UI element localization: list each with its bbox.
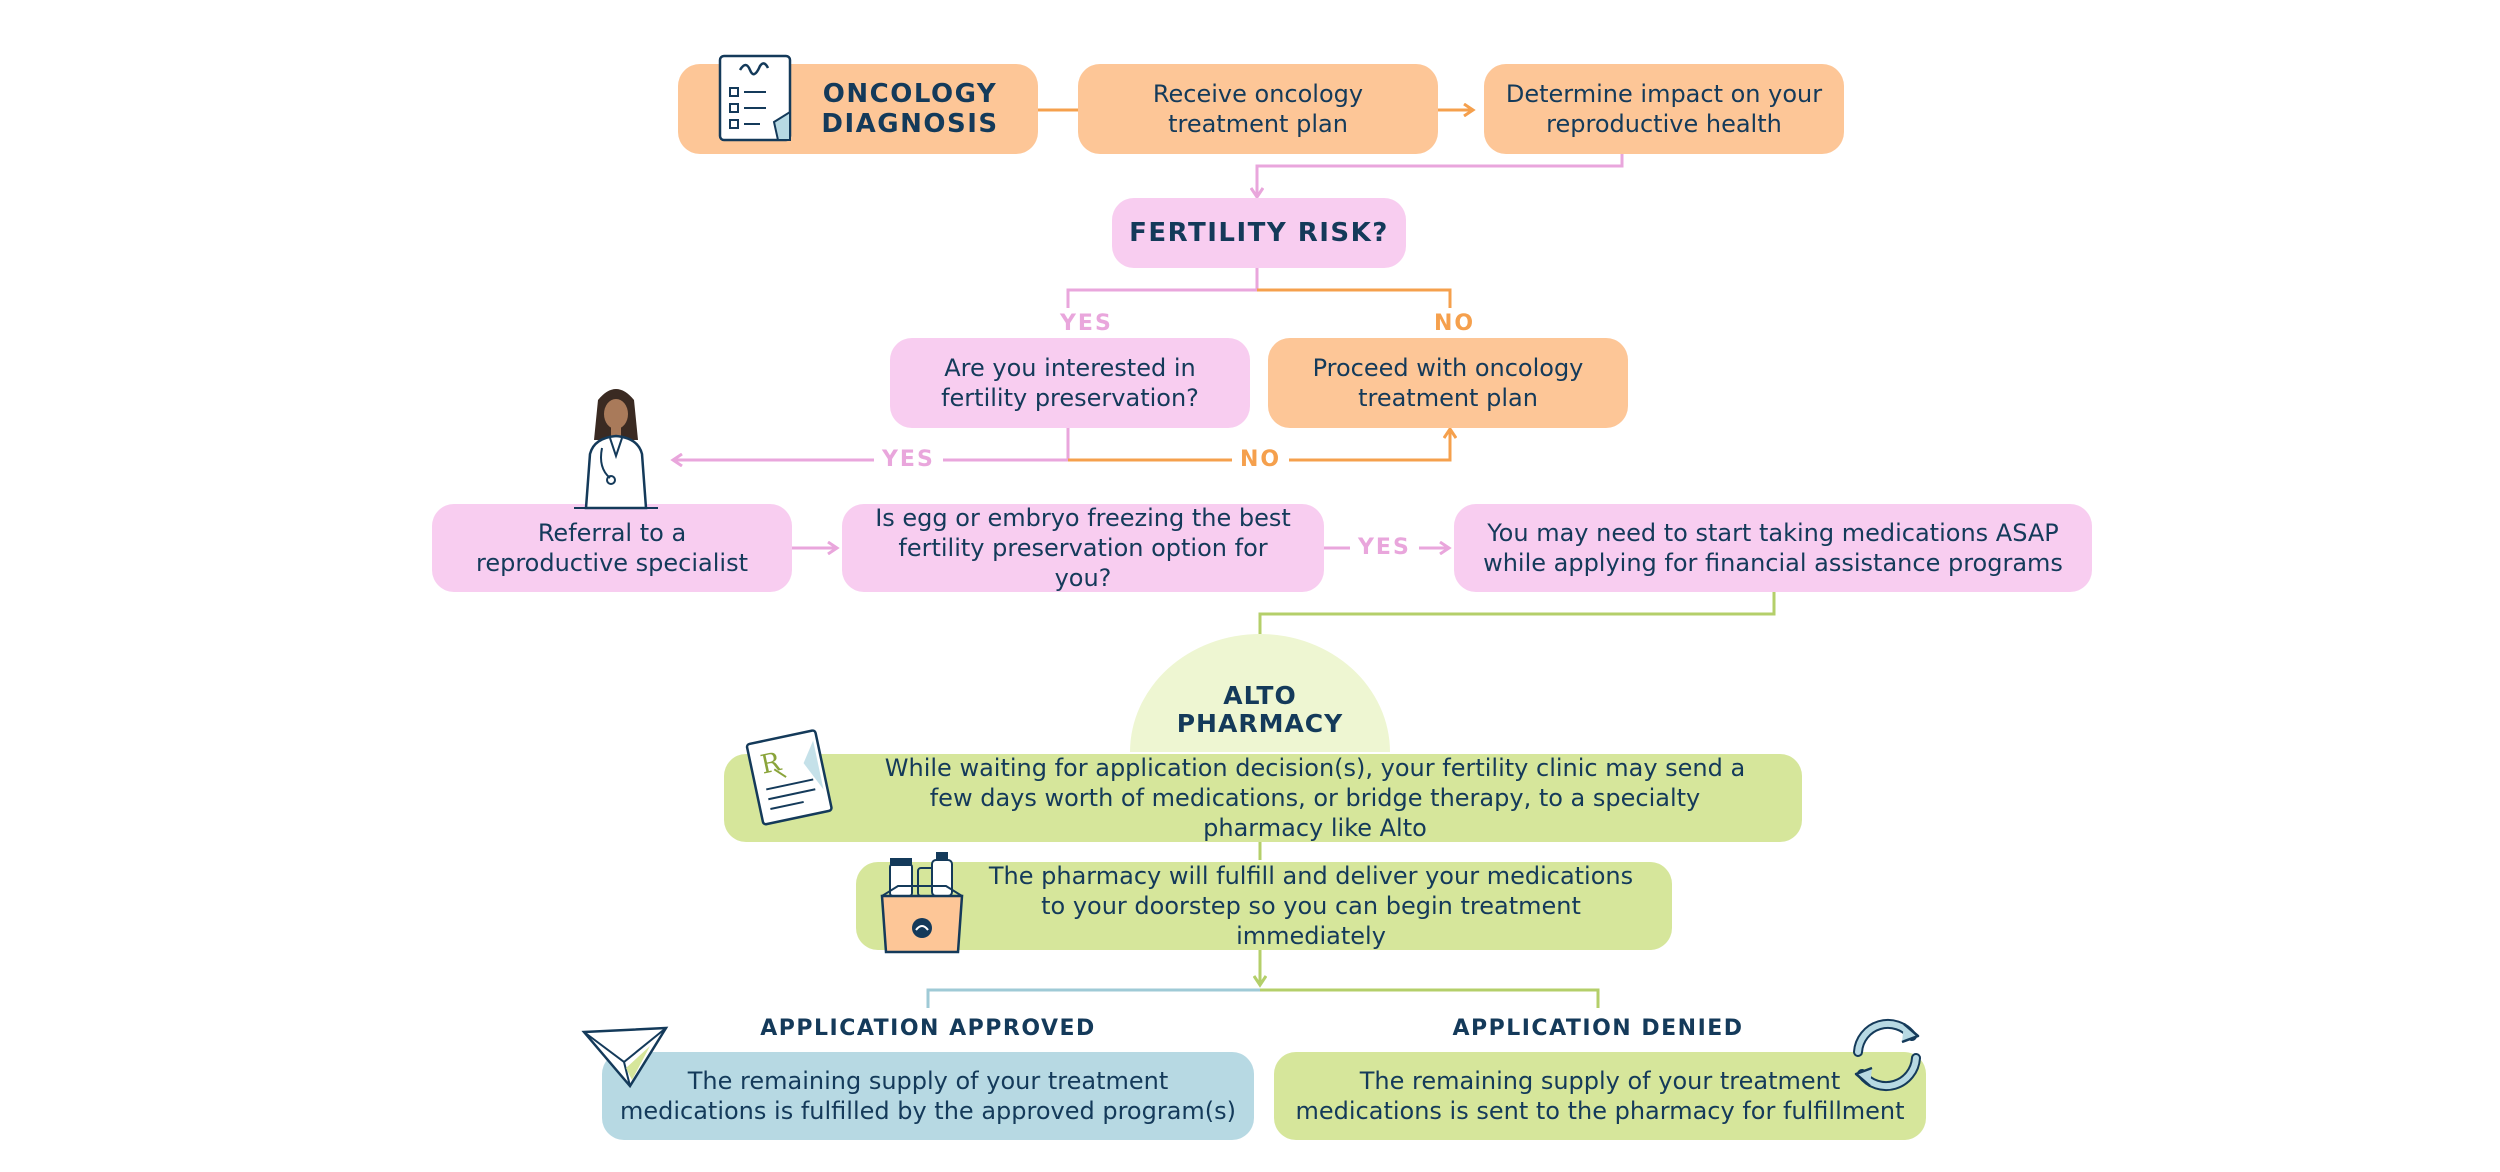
receive-plan-label: Receive oncology treatment plan [1152,80,1364,138]
line-split-denied [1260,988,1600,1008]
fulfill-node: The pharmacy will fulfill and deliver yo… [856,862,1672,950]
checklist-document-icon [718,54,792,142]
referral-node: Referral to a reproductive specialist [432,504,792,592]
determine-impact-node: Determine impact on your reproductive he… [1484,64,1844,154]
label-risk-no: NO [1434,311,1476,337]
proceed-plan-label: Proceed with oncology treatment plan [1312,354,1584,412]
refresh-arrows-icon [1853,1018,1921,1092]
egg-embryo-label: Is egg or embryo freezing the best ferti… [875,504,1291,592]
arrow-impact-to-risk [1257,154,1624,196]
doctor-illustration-icon [574,389,658,510]
line-risk-no [1257,288,1452,308]
egg-embryo-node: Is egg or embryo freezing the best ferti… [842,504,1324,592]
waiting-label: While waiting for application decision(s… [884,754,1746,842]
interested-preservation-node: Are you interested in fertility preserva… [890,338,1250,428]
application-approved-heading: APPLICATION APPROVED [760,1016,1096,1041]
waiting-node: While waiting for application decision(s… [724,754,1802,842]
label-risk-yes: YES [1060,311,1113,337]
line-risk-yes [1066,268,1259,308]
alto-halo [1130,634,1390,752]
label-egg-yes: YES [1350,535,1419,561]
medication-box-icon [880,852,964,954]
approved-label: The remaining supply of your treatment m… [619,1067,1237,1125]
start-meds-node: You may need to start taking medications… [1454,504,2092,592]
proceed-plan-node: Proceed with oncology treatment plan [1268,338,1628,428]
determine-impact-label: Determine impact on your reproductive he… [1505,80,1823,138]
label-interested-no: NO [1232,447,1290,473]
receive-plan-node: Receive oncology treatment plan [1078,64,1438,154]
application-denied-heading: APPLICATION DENIED [1452,1016,1744,1041]
fertility-risk-node: FERTILITY RISK? [1112,198,1406,268]
start-meds-label: You may need to start taking medications… [1483,519,2063,577]
arrow-interested-no [1068,430,1450,462]
paper-plane-icon [581,1026,669,1089]
fertility-risk-label: FERTILITY RISK? [1129,218,1389,248]
approved-node: The remaining supply of your treatment m… [602,1052,1254,1140]
prescription-paper-icon: R [745,729,833,826]
oncology-diagnosis-label: ONCOLOGY DIAGNOSIS [821,79,999,139]
arrow-interested-yes [674,426,1070,460]
denied-label: The remaining supply of your treatment m… [1295,1067,1905,1125]
interested-preservation-label: Are you interested in fertility preserva… [941,354,1199,412]
alto-pharmacy-title: ALTO PHARMACY [1176,681,1344,738]
label-interested-yes: YES [874,447,943,473]
fulfill-label: The pharmacy will fulfill and deliver yo… [988,862,1634,950]
line-split-approved [926,988,1260,1008]
denied-node: The remaining supply of your treatment m… [1274,1052,1926,1140]
arrow-meds-to-alto [1260,592,1776,664]
referral-label: Referral to a reproductive specialist [475,519,748,577]
